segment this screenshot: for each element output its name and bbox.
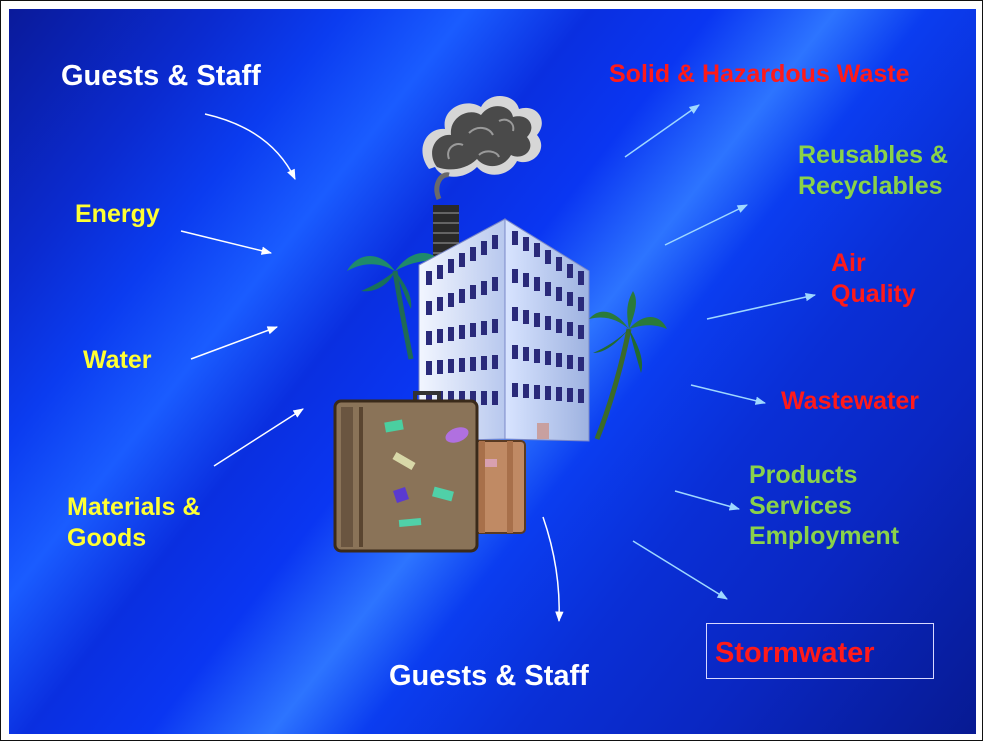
arrow-reusables-out [664, 204, 748, 246]
arrow-products-out [674, 490, 741, 511]
palm-tree-left-icon [347, 252, 441, 360]
stormwater-box [706, 623, 934, 679]
label-air-quality: Air Quality [831, 249, 916, 308]
label-water: Water [83, 346, 152, 374]
arrow-guests-out [542, 516, 564, 623]
arrow-air-out [706, 292, 817, 320]
small-suitcase-icon [466, 440, 526, 534]
diagram-graphics [180, 95, 817, 623]
arrow-materials-in [213, 408, 304, 467]
palm-tree-right-icon [589, 291, 667, 440]
arrow-wastewater-out [690, 384, 767, 405]
label-materials-goods: Materials & Goods [67, 493, 201, 552]
arrow-solid-waste-out [624, 104, 700, 158]
hotel-building-icon [418, 218, 590, 442]
label-guests-staff-out: Guests & Staff [389, 660, 589, 692]
label-guests-staff-in: Guests & Staff [61, 60, 261, 92]
arrow-water-in [190, 326, 278, 360]
building-windows [426, 231, 584, 405]
label-energy: Energy [75, 200, 160, 228]
large-suitcase-icon [333, 391, 479, 553]
arrow-stormwater-out [632, 540, 728, 600]
label-wastewater: Wastewater [781, 387, 920, 415]
label-products-services-employment: Products Services Employment [749, 461, 900, 550]
arrow-guests-in [204, 113, 296, 180]
label-stormwater: Stormwater [715, 637, 875, 669]
smoke-icon [422, 95, 542, 200]
label-reusables-recyclables: Reusables & Recyclables [798, 141, 949, 200]
arrow-energy-in [180, 230, 273, 255]
label-solid-hazardous-waste: Solid & Hazardous Waste [609, 60, 910, 88]
hotel-flow-diagram: Guests & Staff Energy Water Materials & … [9, 9, 976, 734]
